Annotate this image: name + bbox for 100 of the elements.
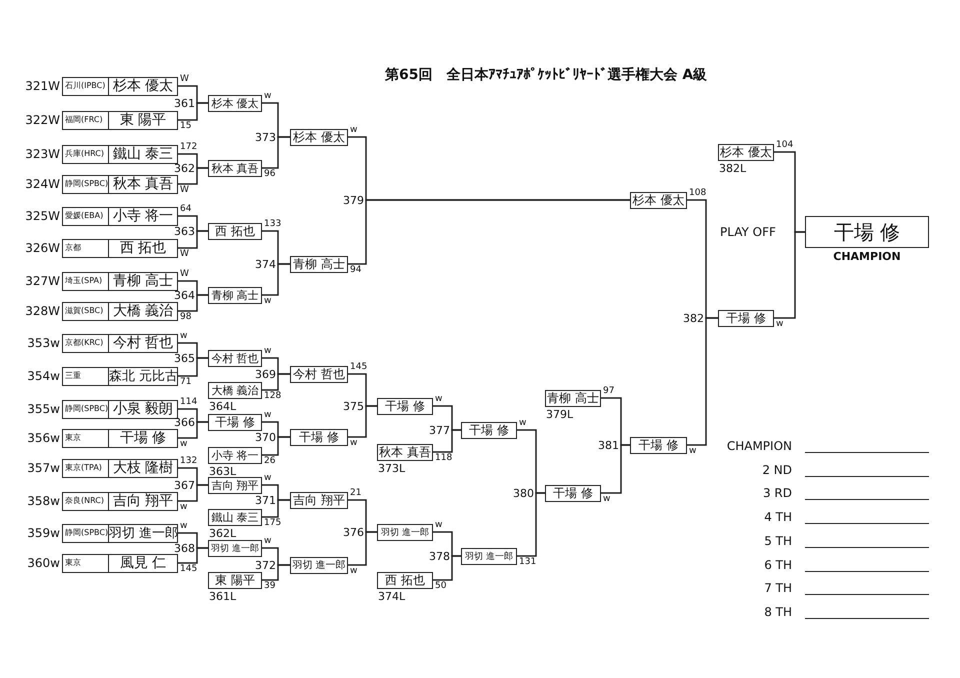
score-label: 21 bbox=[350, 489, 362, 498]
entry-box bbox=[62, 492, 178, 510]
seed-label: 324W bbox=[25, 178, 60, 190]
bracket-line bbox=[178, 230, 208, 249]
loser-ref-label: 373L bbox=[378, 462, 406, 474]
name-box: 今村 哲也 bbox=[290, 366, 348, 382]
score-label: w bbox=[180, 522, 188, 531]
bracket-line bbox=[687, 317, 718, 446]
bracket-line bbox=[178, 547, 208, 564]
match-number: 370 bbox=[255, 432, 276, 442]
match-number: 380 bbox=[513, 488, 534, 498]
bracket-line bbox=[178, 357, 208, 377]
name-box: 青柳 高士 bbox=[290, 256, 348, 272]
score-label: w bbox=[180, 440, 188, 449]
loser-ref-label: 362L bbox=[209, 528, 236, 538]
score-label: 108 bbox=[689, 189, 706, 198]
entry-box bbox=[62, 524, 178, 542]
name-box: 羽切 進一郎 bbox=[461, 548, 517, 564]
match-number: 379 bbox=[343, 194, 364, 206]
match-number: 374 bbox=[255, 258, 276, 270]
score-label: w bbox=[689, 447, 696, 456]
score-label: 114 bbox=[180, 398, 198, 407]
score-label: 64 bbox=[180, 205, 192, 214]
score-label: 94 bbox=[350, 266, 362, 275]
player-name: 大橋 義治 bbox=[112, 302, 174, 320]
bracket-line bbox=[262, 136, 290, 169]
score-label: w bbox=[264, 474, 272, 483]
rank-label: 6 TH bbox=[764, 558, 792, 570]
bracket-line bbox=[178, 294, 208, 312]
name-box: 吉向 翔平 bbox=[208, 476, 262, 494]
name-box: 吉向 翔平 bbox=[290, 492, 348, 508]
entry-box bbox=[62, 554, 178, 572]
player-name: 東 陽平 bbox=[118, 112, 168, 128]
score-label: w bbox=[264, 537, 272, 546]
score-label: 118 bbox=[435, 454, 452, 463]
name-box: 干場 修 bbox=[461, 422, 517, 438]
seed-label: 355w bbox=[27, 403, 60, 415]
seed-label: 325W bbox=[25, 210, 60, 222]
region-label: 三重 bbox=[63, 368, 109, 384]
bracket-line bbox=[517, 492, 545, 557]
seed-label: 360w bbox=[27, 557, 60, 569]
player-name: 大枝 隆樹 bbox=[112, 460, 174, 476]
match-number: 382 bbox=[683, 312, 704, 324]
entry-box bbox=[62, 428, 178, 448]
name-box: 杉本 優太 bbox=[290, 128, 348, 146]
match-number: 381 bbox=[598, 440, 619, 450]
match-number: 372 bbox=[255, 560, 276, 570]
match-number: 361 bbox=[174, 98, 195, 108]
name-box: 青柳 高士 bbox=[208, 286, 262, 304]
name-box: 杉本 優太 bbox=[630, 192, 687, 208]
bracket-line bbox=[433, 555, 461, 581]
player-name: 鐵山 泰三 bbox=[112, 146, 174, 162]
score-label: 15 bbox=[180, 122, 192, 131]
player-name: 干場 修 bbox=[118, 430, 168, 446]
score-label: 96 bbox=[264, 170, 276, 179]
entry-box bbox=[62, 366, 178, 386]
seed-label: 328W bbox=[25, 305, 60, 317]
name-box: 杉本 優太 bbox=[208, 94, 262, 112]
bracket-line bbox=[262, 436, 290, 456]
player-name: 小寺 将一 bbox=[112, 208, 174, 224]
seed-label: 327W bbox=[25, 275, 60, 287]
seed-label: 356w bbox=[27, 432, 60, 444]
name-box: 小寺 将一 bbox=[208, 446, 262, 464]
bracket-line bbox=[262, 499, 290, 518]
score-label: 39 bbox=[264, 582, 276, 591]
player-name: 小泉 毅朗 bbox=[112, 400, 174, 418]
score-label: 71 bbox=[180, 378, 192, 387]
region-label: 兵庫(HRC) bbox=[63, 146, 109, 162]
playoff-label: PLAY OFF bbox=[720, 226, 776, 238]
bracket-line bbox=[601, 444, 630, 494]
bracket-line bbox=[262, 263, 290, 296]
region-label: 東京 bbox=[63, 554, 109, 572]
region-label: 静岡(SPBC) bbox=[63, 176, 109, 192]
score-label: 98 bbox=[180, 313, 192, 322]
player-name: 吉向 翔平 bbox=[112, 492, 174, 510]
region-label: 石川(IPBC) bbox=[63, 78, 109, 94]
bracket-line bbox=[178, 421, 208, 439]
bracket-line bbox=[348, 531, 377, 566]
match-number: 375 bbox=[343, 400, 364, 412]
score-label: w bbox=[435, 521, 442, 530]
name-box: 大橋 義治 bbox=[208, 382, 262, 398]
seed-label: 359w bbox=[27, 527, 60, 539]
seed-label: 354w bbox=[27, 370, 60, 382]
score-label: 133 bbox=[264, 220, 282, 229]
match-number: 373 bbox=[255, 132, 276, 142]
region-label: 京都 bbox=[63, 240, 109, 256]
rank-label: CHAMPION bbox=[726, 440, 792, 452]
region-label: 埼玉(SPA) bbox=[63, 272, 109, 290]
loser-ref-label: 374L bbox=[378, 590, 406, 602]
bracket-line bbox=[262, 373, 290, 391]
score-label: w bbox=[350, 126, 358, 135]
name-box: 羽切 進一郎 bbox=[377, 524, 433, 540]
name-box: 干場 修 bbox=[208, 414, 262, 430]
seed-label: 358w bbox=[27, 495, 60, 507]
seed-label: 353w bbox=[27, 337, 60, 349]
caption-label: CHAMPION bbox=[832, 251, 902, 262]
score-label: W bbox=[180, 75, 189, 84]
score-label: W bbox=[180, 186, 189, 195]
loser-ref-label: 379L bbox=[546, 408, 574, 420]
match-number: 368 bbox=[174, 542, 195, 554]
